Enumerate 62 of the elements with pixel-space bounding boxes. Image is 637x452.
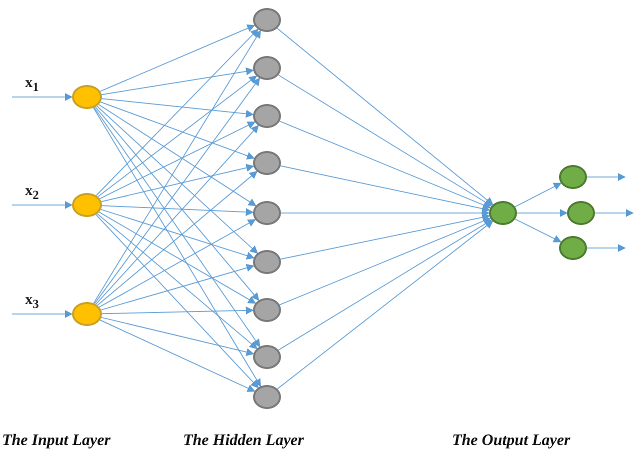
neuron-circle [253, 151, 281, 175]
neuron-circle [253, 345, 281, 369]
neuron-circle [559, 165, 587, 189]
neuron-circle [253, 56, 281, 80]
arrow [280, 213, 490, 260]
arrow [98, 104, 256, 206]
neuron-circle [72, 193, 102, 217]
arrow [94, 107, 260, 348]
arrow [100, 24, 256, 92]
arrow [276, 220, 494, 390]
edge-label: x$_{3}$ [25, 292, 39, 312]
neuron-circle [72, 85, 102, 109]
neuron-circle [489, 201, 517, 225]
arrow [96, 170, 258, 306]
arrow [278, 219, 492, 351]
arrow [97, 75, 258, 198]
edge-label: x$_{2}$ [25, 183, 39, 203]
neuron-circle [253, 104, 281, 128]
arrow [12, 93, 73, 101]
neuron-circle [253, 385, 281, 409]
arrow [594, 209, 634, 217]
neuron-circle [253, 250, 281, 274]
arrow [100, 316, 254, 356]
layer-label: The Input Layer [2, 432, 110, 450]
arrow [93, 30, 261, 304]
arrow [96, 213, 258, 350]
arrow [276, 28, 494, 206]
arrow [586, 244, 626, 252]
arrow [101, 205, 254, 216]
arrow [100, 102, 255, 160]
arrow [586, 173, 626, 181]
arrow [279, 217, 492, 306]
arrow [100, 264, 254, 310]
arrow [99, 122, 256, 200]
arrow [279, 120, 492, 209]
arrow [101, 98, 254, 118]
arrow [12, 201, 73, 209]
arrow [100, 208, 255, 260]
neuron-circle [253, 298, 281, 322]
arrow [100, 320, 256, 392]
arrow [101, 67, 254, 96]
edge-label: x$_{1}$ [25, 75, 39, 95]
neuron-circle [253, 8, 281, 32]
arrow [514, 218, 562, 242]
arrow [280, 165, 490, 213]
arrow [96, 106, 258, 254]
arrow [278, 74, 492, 206]
layer-label: The Output Layer [452, 432, 570, 450]
neuron-circle [559, 236, 587, 260]
neuron-circle [72, 302, 102, 326]
neuron-circle [253, 201, 281, 225]
arrow [280, 209, 490, 217]
arrow [100, 164, 254, 202]
arrow [96, 28, 259, 196]
arrow [514, 182, 562, 208]
arrow [516, 209, 568, 217]
arrow [96, 214, 259, 388]
arrow [12, 310, 73, 318]
arrow [102, 306, 254, 314]
arrow [93, 107, 262, 388]
neuron-circle [567, 201, 595, 225]
layer-label: The Hidden Layer [183, 432, 304, 450]
